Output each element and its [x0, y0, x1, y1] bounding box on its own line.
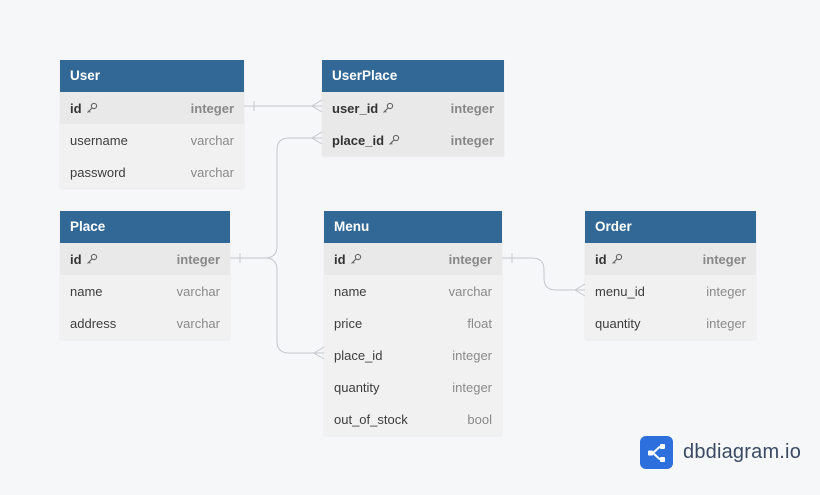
field-row-name[interactable]: name varchar	[60, 275, 230, 307]
brand-name: dbdiagram.io	[683, 441, 802, 463]
field-row-out-of-stock[interactable]: out_of_stock bool	[324, 403, 502, 435]
field-row-menu-id[interactable]: menu_id integer	[585, 275, 756, 307]
rel-user-userplace	[244, 99, 323, 113]
field-type: varchar	[190, 132, 234, 148]
field-name: quantity	[334, 379, 380, 395]
field-name: user_id	[332, 100, 379, 116]
table-menu-header[interactable]: Menu	[324, 211, 502, 243]
rel-place-userplace-menu	[230, 131, 325, 360]
field-type: integer	[450, 100, 494, 116]
field-name: password	[70, 164, 126, 180]
table-place[interactable]: Place id integer name varchar address va…	[60, 211, 230, 339]
field-type: varchar	[190, 164, 234, 180]
table-order-header[interactable]: Order	[585, 211, 756, 243]
field-row-id[interactable]: id integer	[60, 92, 244, 124]
field-type: integer	[452, 347, 492, 363]
field-type: varchar	[448, 283, 492, 299]
field-row-id[interactable]: id integer	[585, 243, 756, 275]
field-row-place-id[interactable]: place_id integer	[324, 339, 502, 371]
key-icon	[383, 102, 394, 113]
field-type: varchar	[176, 315, 220, 331]
field-name: id	[70, 251, 82, 267]
field-row-price[interactable]: price float	[324, 307, 502, 339]
table-user-header[interactable]: User	[60, 60, 244, 92]
field-row-user-id[interactable]: user_id integer	[322, 92, 504, 124]
field-type: integer	[176, 251, 220, 267]
table-userplace-header[interactable]: UserPlace	[322, 60, 504, 92]
field-type: integer	[706, 283, 746, 299]
field-type: float	[467, 315, 492, 331]
field-type: integer	[702, 251, 746, 267]
dbdiagram-logo-icon	[640, 436, 673, 469]
table-userplace[interactable]: UserPlace user_id integer place_id integ…	[322, 60, 504, 156]
key-icon	[86, 102, 97, 113]
field-row-id[interactable]: id integer	[324, 243, 502, 275]
field-name: address	[70, 315, 117, 331]
field-row-password[interactable]: password varchar	[60, 156, 244, 188]
key-icon	[611, 253, 622, 264]
field-row-quantity[interactable]: quantity integer	[585, 307, 756, 339]
key-icon	[86, 253, 97, 264]
field-name: place_id	[332, 132, 385, 148]
field-type: integer	[706, 315, 746, 331]
rel-menu-order	[502, 253, 586, 297]
field-type: varchar	[176, 283, 220, 299]
field-type: integer	[190, 100, 234, 116]
field-name: price	[334, 315, 363, 331]
field-name: place_id	[334, 347, 383, 363]
field-name: quantity	[595, 315, 641, 331]
field-name: name	[70, 283, 103, 299]
field-name: menu_id	[595, 283, 645, 299]
field-name: id	[70, 100, 82, 116]
field-name: id	[595, 251, 607, 267]
field-name: username	[70, 132, 128, 148]
field-row-username[interactable]: username varchar	[60, 124, 244, 156]
field-row-id[interactable]: id integer	[60, 243, 230, 275]
field-type: integer	[450, 132, 494, 148]
table-user[interactable]: User id integer username varchar passwor…	[60, 60, 244, 188]
field-type: bool	[467, 411, 492, 427]
key-icon	[389, 134, 400, 145]
field-type: integer	[452, 379, 492, 395]
table-order[interactable]: Order id integer menu_id integer quantit…	[585, 211, 756, 339]
field-name: id	[334, 251, 346, 267]
table-place-header[interactable]: Place	[60, 211, 230, 243]
field-type: integer	[448, 251, 492, 267]
field-row-address[interactable]: address varchar	[60, 307, 230, 339]
brand-watermark[interactable]: dbdiagram.io	[640, 436, 801, 469]
table-menu[interactable]: Menu id integer name varchar price float…	[324, 211, 502, 435]
key-icon	[350, 253, 361, 264]
field-name: out_of_stock	[334, 411, 408, 427]
field-name: name	[334, 283, 367, 299]
field-row-name[interactable]: name varchar	[324, 275, 502, 307]
field-row-place-id[interactable]: place_id integer	[322, 124, 504, 156]
field-row-quantity[interactable]: quantity integer	[324, 371, 502, 403]
